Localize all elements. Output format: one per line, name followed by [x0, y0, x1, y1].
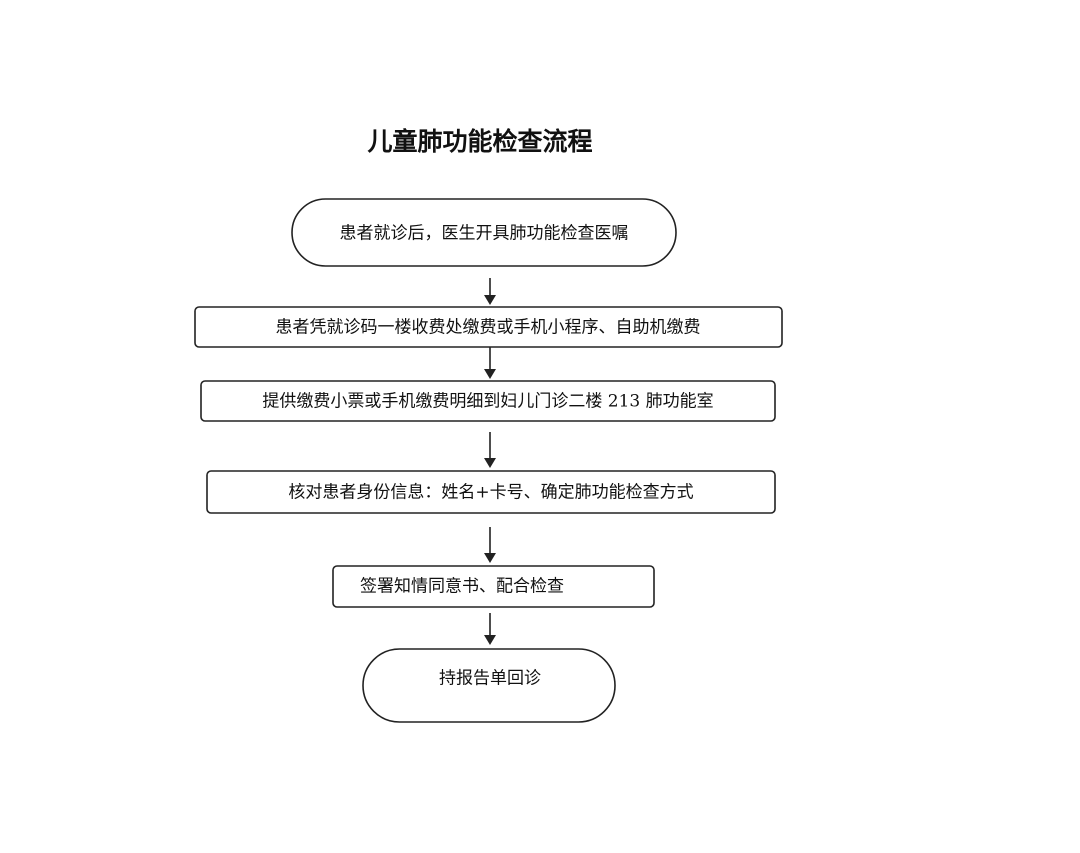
node-end-label: 持报告单回诊	[439, 669, 541, 689]
connector-start-to-payment	[484, 278, 496, 305]
flowchart-node-end: 持报告单回诊	[362, 648, 616, 723]
node-sign-consent-label: 签署知情同意书、配合检查	[360, 577, 564, 597]
flowchart-node-sign-consent: 签署知情同意书、配合检查	[332, 565, 655, 608]
node-sign-consent-shape	[332, 565, 655, 608]
node-start-label: 患者就诊后，医生开具肺功能检查医嘱	[340, 224, 629, 244]
node-payment-label: 患者凭就诊码一楼收费处缴费或手机小程序、自助机缴费	[276, 318, 701, 338]
flowchart-title: 儿童肺功能检查流程	[367, 127, 592, 156]
node-payment-shape	[194, 306, 783, 348]
arrow-head-icon	[484, 369, 496, 379]
connector-payment-to-go-to-room	[484, 347, 496, 379]
arrow-head-icon	[484, 635, 496, 645]
arrow-head-icon	[484, 553, 496, 563]
node-verify-identity-shape	[206, 470, 776, 514]
node-go-to-room-label: 提供缴费小票或手机缴费明细到妇儿门诊二楼 213 肺功能室	[262, 392, 713, 412]
connector-sign-consent-to-end	[484, 613, 496, 645]
flowchart-node-start: 患者就诊后，医生开具肺功能检查医嘱	[291, 198, 677, 267]
flowchart-node-verify-identity: 核对患者身份信息：姓名+卡号、确定肺功能检查方式	[206, 470, 776, 514]
flowchart-node-payment: 患者凭就诊码一楼收费处缴费或手机小程序、自助机缴费	[194, 306, 783, 348]
node-verify-identity-label: 核对患者身份信息：姓名+卡号、确定肺功能检查方式	[288, 483, 693, 503]
arrow-head-icon	[484, 295, 496, 305]
arrow-head-icon	[484, 458, 496, 468]
node-start-shape	[291, 198, 677, 267]
connector-go-to-room-to-verify-identity	[484, 432, 496, 468]
node-go-to-room-shape	[200, 380, 776, 422]
flowchart-node-go-to-room: 提供缴费小票或手机缴费明细到妇儿门诊二楼 213 肺功能室	[200, 380, 776, 422]
connector-verify-identity-to-sign-consent	[484, 527, 496, 563]
node-end-shape	[362, 648, 616, 723]
